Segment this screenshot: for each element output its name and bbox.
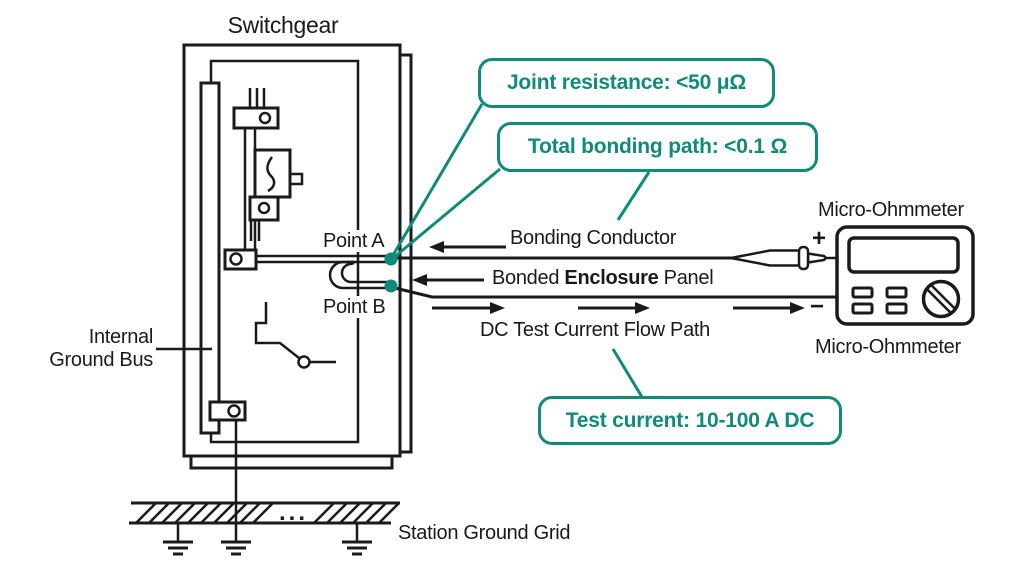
internal-ground-bus-label: Internal Ground Bus [28,326,153,372]
leader-joint-resistance [390,103,484,258]
internal-ground-bus-line2: Ground Bus [49,349,153,371]
dc-flow-arrow-1 [432,302,505,314]
breaker-body [253,148,292,199]
plus-terminal-label: + [812,225,826,252]
leader-total-bonding-path [391,167,501,261]
leader-to-bonding-conductor [616,171,651,221]
switch-symbol [254,302,336,369]
dc-flow-arrow-2 [578,302,650,314]
micro-ohmmeter-bottom-label: Micro-Ohmmeter [815,336,961,358]
ground-grid [129,501,400,556]
breaker-top-lug [232,106,280,130]
cabinet-side-panel [398,53,413,454]
breaker-tab [288,172,304,186]
station-ground-grid-label: Station Ground Grid [398,522,571,544]
u-loop-conductor [328,260,390,290]
ground-grid-ellipsis: ... [279,499,309,526]
probe-guard [797,245,810,271]
breaker-symbol [232,88,304,250]
cabinet-base [189,454,394,470]
leader-test-current [611,348,644,398]
bonded-enclosure-bold: Enclosure [564,267,659,289]
bonding-conductor-arrow [429,241,506,253]
probe-body [730,249,803,267]
ohmmeter-buttons [851,286,908,315]
internal-ground-bus-line1: Internal [88,326,154,348]
dc-test-current-label: DC Test Current Flow Path [480,319,710,341]
point-b-label: Point B [321,296,388,319]
ohmmeter-dial [921,279,961,319]
bonding-conductor-label: Bonding Conductor [510,227,677,249]
bus-bar [223,248,392,271]
dc-flow-arrow-3 [733,302,805,314]
micro-ohmmeter-device [835,225,975,326]
probe-nose [806,252,828,264]
switchgear-title: Switchgear [227,12,339,38]
test-probe [730,245,838,271]
ground-grid-hatching [135,502,400,524]
bonded-enclosure-pre: Bonded [492,267,565,289]
ohmmeter-display [847,236,960,274]
earth-symbols [163,540,372,556]
callout-joint-resistance: Joint resistance: <50 μΩ [478,58,775,108]
enclosure-panel-arrow [412,274,484,286]
point-a-dot [384,252,398,266]
callout-total-bonding-path: Total bonding path: <0.1 Ω [497,122,818,172]
point-b-dot [384,279,398,293]
point-a-label: Point A [321,230,387,253]
bonded-enclosure-post: Panel [658,267,714,289]
callout-test-current: Test current: 10-100 A DC [538,396,842,445]
bonded-enclosure-panel-label: Bonded Enclosure Panel [492,267,714,289]
minus-terminal-label: − [810,293,824,320]
internal-ground-bus-bar [199,81,221,435]
callout-leader-lines [390,103,651,398]
ground-connection [208,400,247,542]
micro-ohmmeter-top-label: Micro-Ohmmeter [818,199,964,221]
return-test-wire [394,286,838,299]
